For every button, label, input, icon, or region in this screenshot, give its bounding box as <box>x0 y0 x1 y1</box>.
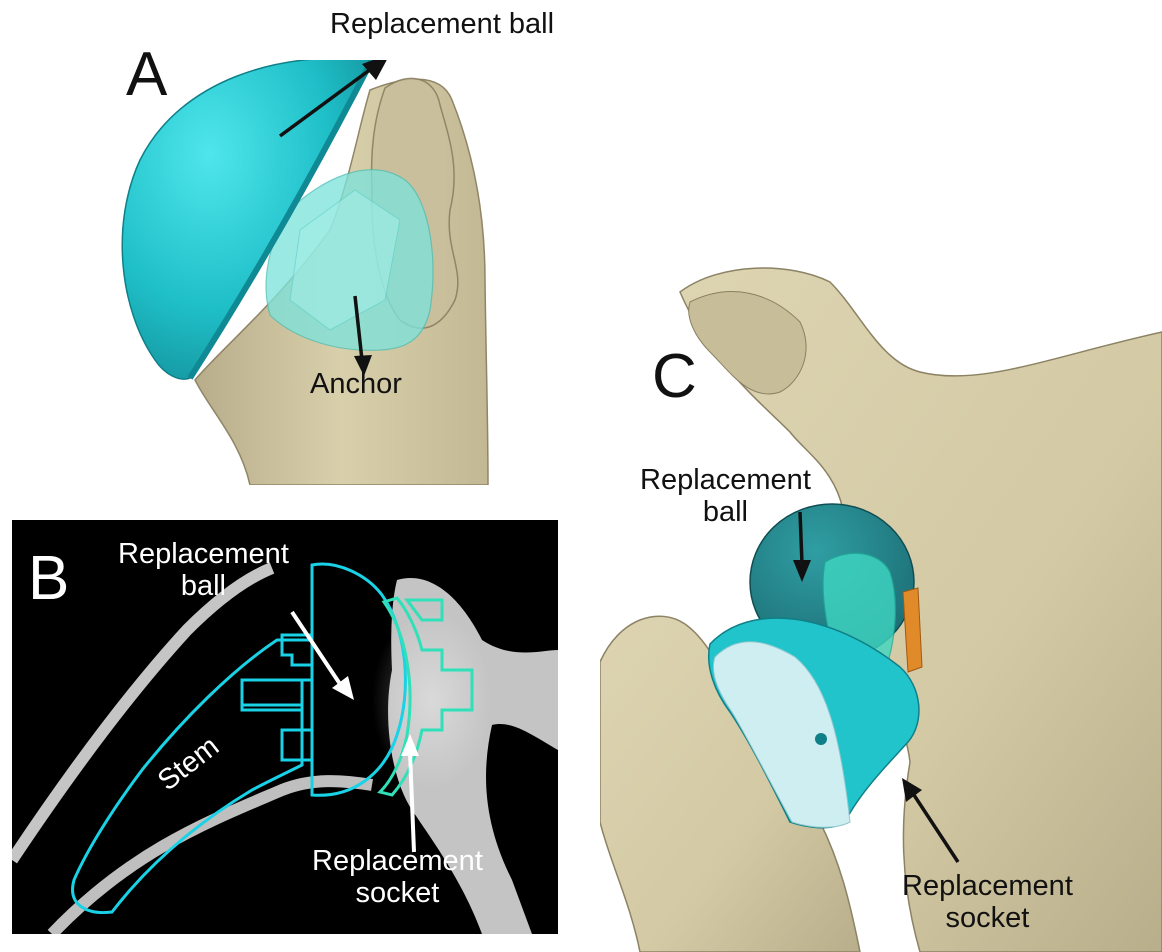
socket-hole <box>815 733 827 745</box>
panel-a-letter: A <box>126 44 167 106</box>
label-c-socket-line2: socket <box>902 902 1073 934</box>
arrow-b-ball <box>292 612 340 684</box>
label-b-socket-line1: Replacement <box>312 845 483 877</box>
label-b-replacement-socket: Replacement socket <box>312 845 483 910</box>
ct-glow <box>372 610 492 790</box>
label-a-replacement-ball: Replacement ball <box>330 8 554 40</box>
label-b-socket-line2: socket <box>312 877 483 909</box>
label-c-ball-line2: ball <box>640 496 811 528</box>
label-c-socket-line1: Replacement <box>902 870 1073 902</box>
label-b-ball-line1: Replacement <box>118 538 289 570</box>
label-b-ball-line2: ball <box>118 570 289 602</box>
label-c-replacement-ball: Replacement ball <box>640 464 811 529</box>
label-c-ball-line1: Replacement <box>640 464 811 496</box>
panel-a-rendering <box>100 60 500 485</box>
panel-a <box>100 60 500 485</box>
label-a-anchor: Anchor <box>310 368 402 400</box>
label-b-replacement-ball: Replacement ball <box>118 538 289 603</box>
panel-c-letter: C <box>652 346 697 408</box>
label-c-replacement-socket: Replacement socket <box>902 870 1073 935</box>
panel-b-letter: B <box>28 548 69 610</box>
